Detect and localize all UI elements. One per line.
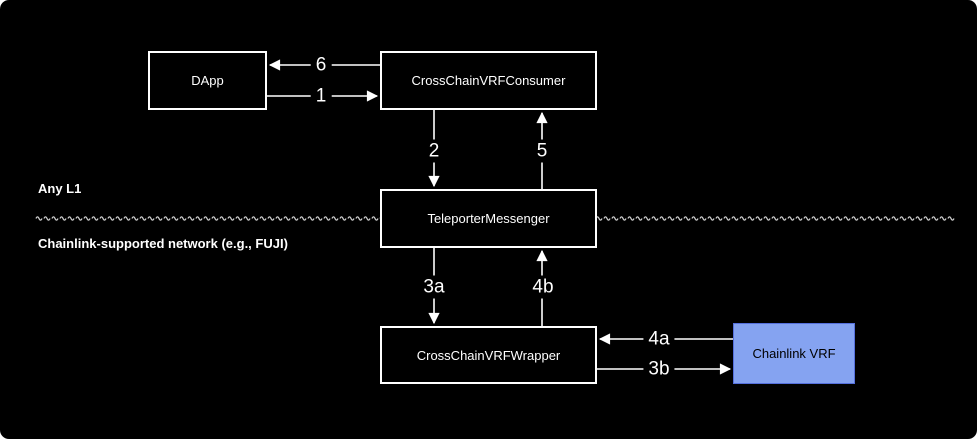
node-crosschainvrfconsumer-label: CrossChainVRFConsumer — [411, 73, 566, 88]
zone-label-any-l1: Any L1 — [38, 181, 82, 196]
edge-label-5: 5 — [531, 139, 553, 163]
node-chainlink-vrf-label: Chainlink VRF — [752, 346, 836, 361]
node-crosschainvrfwrapper: CrossChainVRFWrapper — [380, 326, 597, 384]
node-teleportermessenger: TeleporterMessenger — [380, 189, 597, 248]
edge-label-6: 6 — [310, 53, 332, 77]
zone-label-chainlink-network: Chainlink-supported network (e.g., FUJI) — [38, 236, 288, 251]
edge-label-4b: 4b — [527, 275, 559, 299]
edge-label-2: 2 — [423, 139, 445, 163]
node-crosschainvrfconsumer: CrossChainVRFConsumer — [380, 51, 597, 110]
node-teleportermessenger-label: TeleporterMessenger — [427, 211, 550, 226]
edge-label-3a: 3a — [418, 275, 450, 299]
node-chainlink-vrf: Chainlink VRF — [733, 323, 855, 384]
node-crosschainvrfwrapper-label: CrossChainVRFWrapper — [416, 347, 561, 363]
node-dapp-label: DApp — [191, 73, 224, 88]
edge-label-1: 1 — [310, 84, 332, 108]
edge-label-4a: 4a — [643, 327, 675, 351]
node-dapp: DApp — [148, 51, 267, 110]
edge-label-3b: 3b — [643, 357, 675, 381]
